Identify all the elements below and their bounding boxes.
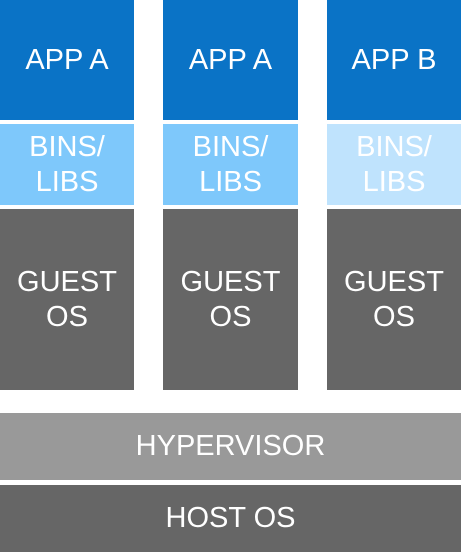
app-block: APP A [163,0,298,120]
bins-libs-block: BINS/ LIBS [327,124,461,205]
app-block: APP B [327,0,461,120]
app-block: APP A [0,0,134,120]
guest-os-block: GUEST OS [163,209,298,390]
hypervisor-layer: HYPERVISOR [0,413,461,480]
bins-libs-block: BINS/ LIBS [0,124,134,205]
guest-os-block: GUEST OS [327,209,461,390]
bins-libs-block: BINS/ LIBS [163,124,298,205]
host-os-layer: HOST OS [0,485,461,552]
guest-os-block: GUEST OS [0,209,134,390]
